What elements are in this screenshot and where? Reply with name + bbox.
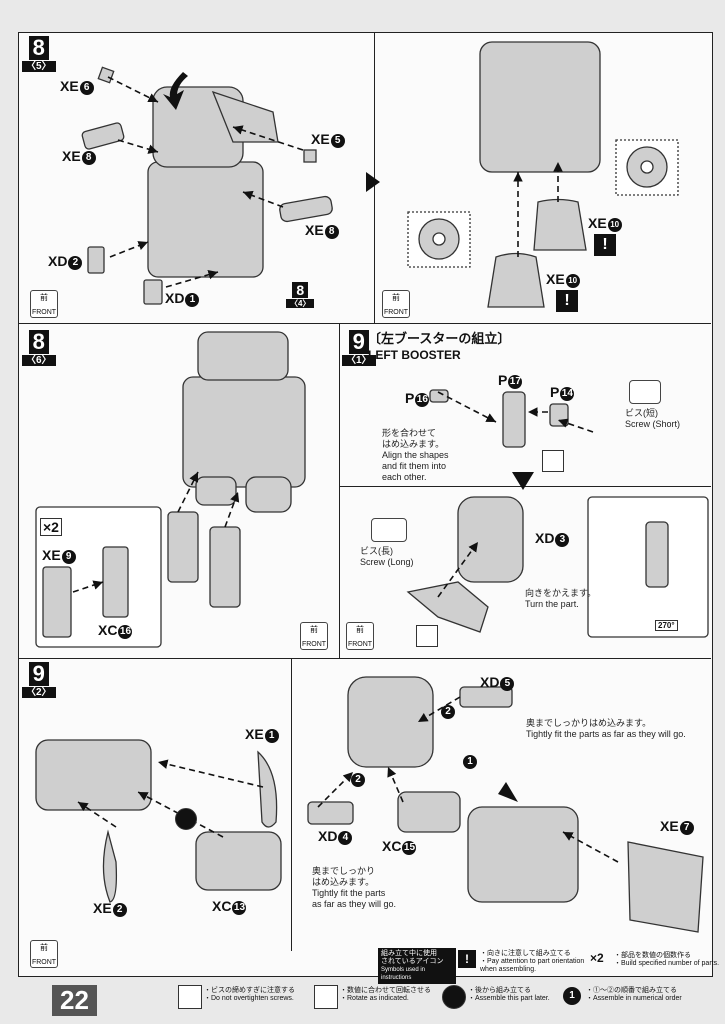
turn-note: 向きをかえます。Turn the part. [525, 588, 597, 609]
screw-caution-icon [416, 625, 438, 647]
page-number: 22 [52, 985, 97, 1016]
step-title-jp: 〔左ブースターの組立〕 [368, 331, 511, 346]
divider-9-2 [291, 658, 292, 951]
ref-step-8-4: 8 〈4〉 [286, 282, 315, 308]
order-icon: 1 [562, 986, 581, 1005]
screw-caution-icon [178, 985, 202, 1009]
step-9-2-badge: 9 〈2〉 [22, 662, 56, 698]
step-title-en: LEFT BOOSTER [368, 348, 461, 362]
order-step-1: 1 [462, 752, 477, 769]
orientation-warning-icon: ! [556, 290, 578, 312]
legend-x2: ・部品を数値の個数作る・Build specified number of pa… [614, 952, 720, 967]
order-step-2-a: 2 [350, 770, 365, 787]
fit-note: 奥までしっかりはめ込みます。Tightly fit the parts as f… [526, 718, 686, 739]
legend-rotate: ・数値に合わせて回転させる・Rotate as indicated. [340, 987, 431, 1002]
legend-order: ・①〜②の順番で組み立てる・Assemble in numerical orde… [586, 987, 682, 1002]
step-8-5-badge: 8 〈5〉 [22, 36, 56, 72]
divider-row1 [19, 323, 711, 324]
screw-short-icon [629, 380, 661, 404]
order-step-2-b: 2 [440, 702, 455, 719]
rotate-270-icon: 270° [655, 620, 678, 631]
quantity-x2-badge: ×2 [40, 518, 62, 536]
assemble-later-icon [175, 808, 197, 830]
step-9-1-badge: 9 〈1〉 [342, 330, 376, 366]
step-number: 8 [28, 36, 49, 60]
step-8-6-badge: 8 〈6〉 [22, 330, 56, 366]
assemble-later-icon [442, 985, 466, 1009]
screw-long-icon [371, 518, 407, 542]
orientation-warning-icon: ! [594, 234, 616, 256]
screw-short-label: ビス(短)Screw (Short) [625, 408, 681, 429]
legend-orientation: ・向きに注意して組み立てる・Pay attention to part orie… [480, 950, 585, 973]
assembly-diagram [35, 41, 709, 933]
legend-later: ・後から組み立てる・Assemble this part later. [468, 987, 550, 1002]
screw-caution-icon [542, 450, 564, 472]
rotate-icon [314, 985, 338, 1009]
divider-col-top [374, 33, 375, 323]
divider-row2 [19, 658, 711, 659]
legend-x2-icon: ×2 [590, 951, 604, 965]
orientation-icon: ! [458, 950, 476, 968]
legend-screw: ・ビスの締めすぎに注意する・Do not overtighten screws. [204, 987, 295, 1002]
step-sub: 〈5〉 [22, 61, 56, 72]
screw-long-label: ビス(長)Screw (Long) [360, 546, 414, 567]
divider-col-mid [339, 323, 340, 658]
